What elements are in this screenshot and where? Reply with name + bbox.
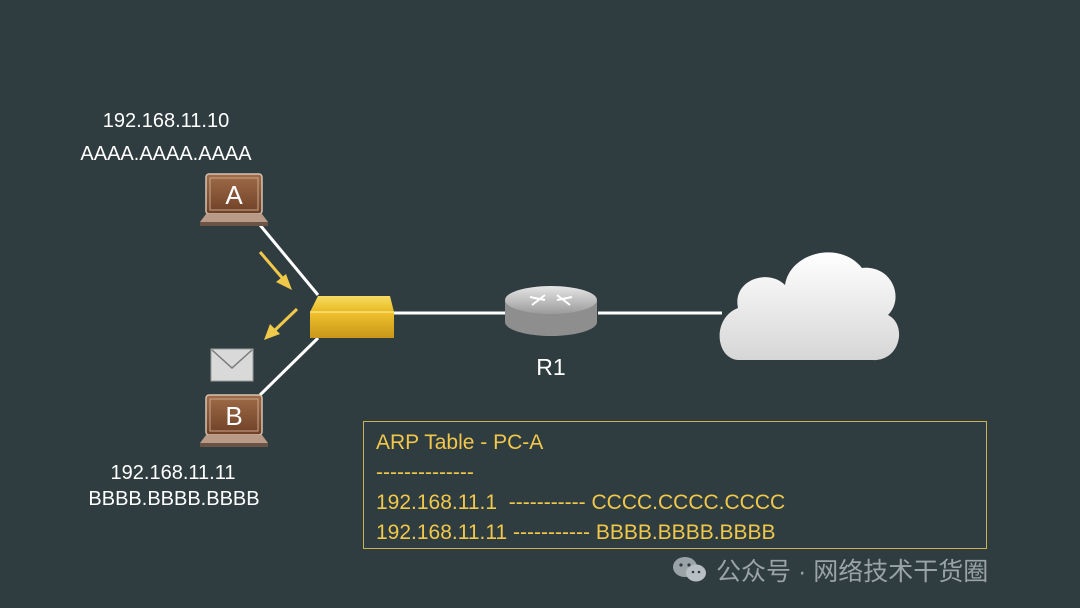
arp-row-dashes: ----------- [508, 491, 586, 514]
pc-a-mac: AAAA.AAAA.AAAA [80, 143, 252, 165]
arrow-down-right-icon [258, 251, 292, 290]
pc-b-ip: 192.168.11.11 [110, 462, 236, 484]
arp-row-dashes: ----------- [513, 521, 590, 544]
pc-a-ip: 192.168.11.10 [102, 110, 230, 132]
arp-row-ip: 192.168.11.1 [376, 491, 498, 514]
cloud-icon [719, 252, 900, 361]
watermark: 公众号 · 网络技术干货圈 [672, 552, 988, 588]
pc-a-icon[interactable]: A [200, 173, 268, 226]
wechat-icon [673, 557, 706, 582]
pc-b-label: B [225, 401, 242, 431]
pc-b-icon[interactable]: B [200, 394, 268, 447]
router-label: R1 [536, 354, 566, 380]
arp-table-row: 192.168.11.1 ----------- CCCC.CCCC.CCCC [376, 488, 974, 518]
pc-a-label: A [225, 180, 243, 210]
arp-table-divider: -------------- [376, 461, 474, 484]
arp-table-title: ARP Table - PC-A [376, 431, 544, 454]
arp-row-ip: 192.168.11.11 [376, 521, 508, 544]
watermark-text: 公众号 · 网络技术干货圈 [716, 558, 989, 586]
link-pc-a-switch [258, 224, 320, 296]
pc-b-mac: BBBB.BBBB.BBBB [88, 488, 260, 510]
arp-row-mac: BBBB.BBBB.BBBB [595, 521, 776, 544]
arp-table: ARP Table - PC-A -------------- 192.168.… [363, 421, 987, 549]
link-pc-b-switch [258, 336, 320, 397]
arrow-down-left-icon [264, 307, 299, 340]
switch-icon[interactable] [310, 296, 394, 338]
envelope-icon [210, 348, 254, 382]
arp-table-row: 192.168.11.11 ----------- BBBB.BBBB.BBBB [376, 518, 974, 548]
router-icon[interactable] [505, 286, 597, 336]
network-links [258, 224, 722, 397]
arp-row-mac: CCCC.CCCC.CCCC [591, 491, 786, 514]
